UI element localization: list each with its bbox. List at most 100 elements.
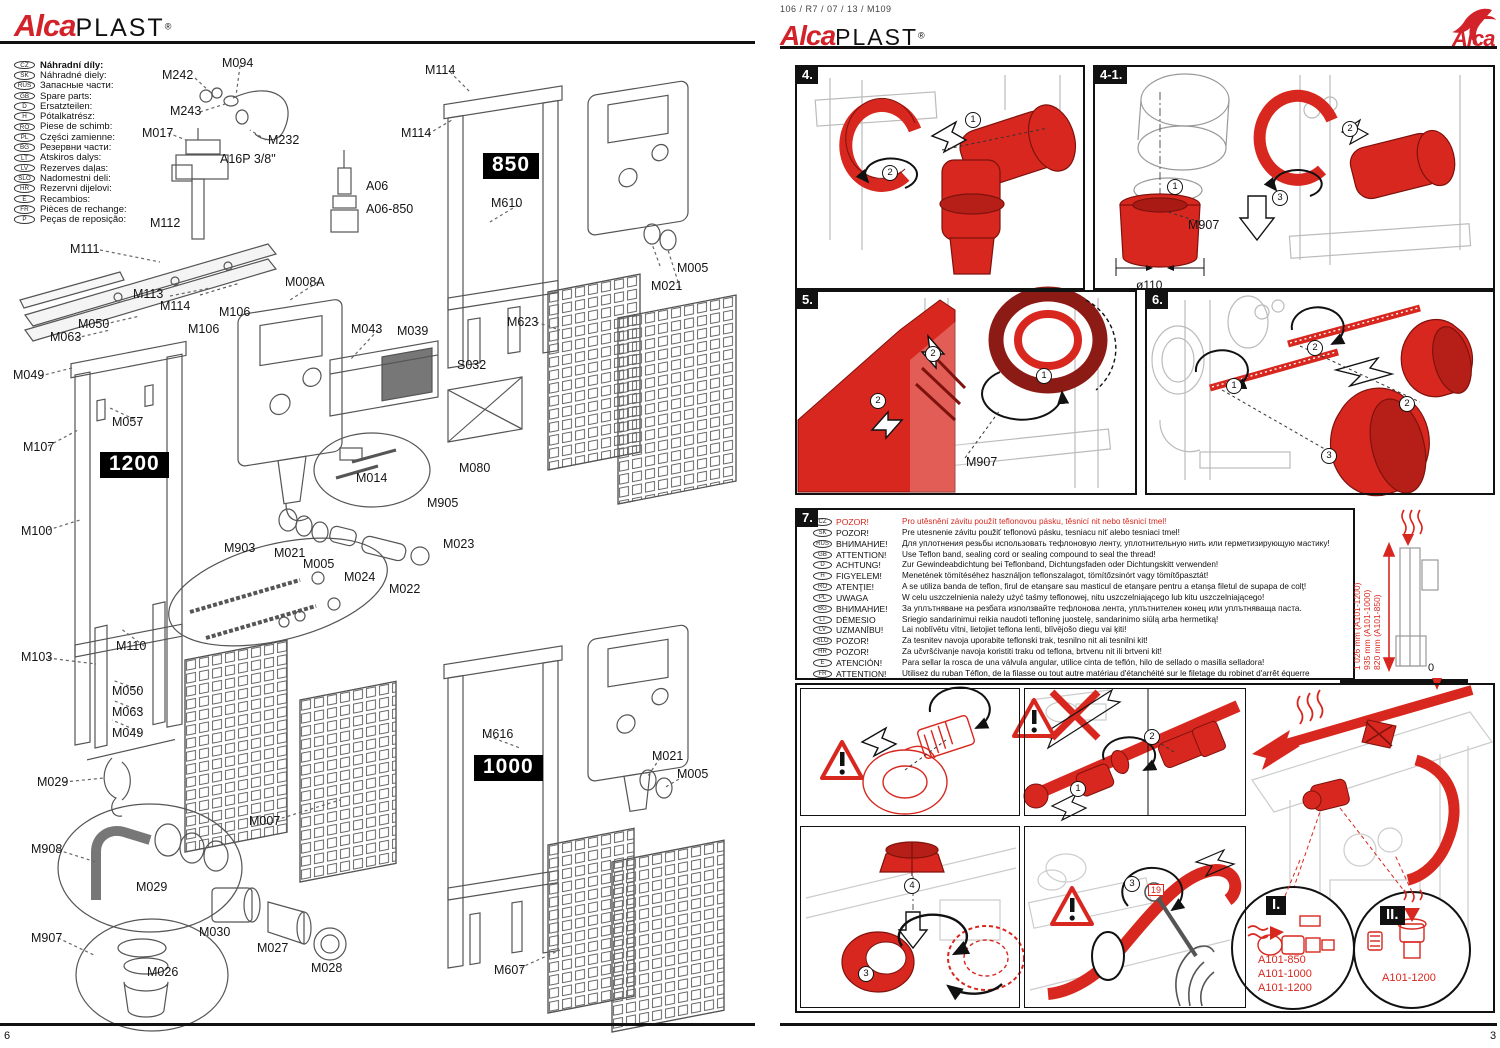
part-label: M039 (397, 324, 429, 338)
step-circle: 1 (1167, 179, 1183, 195)
part-label: M063 (50, 330, 82, 344)
part-label: M905 (427, 496, 459, 510)
no-cross (1049, 689, 1101, 741)
right-header: AlcaPLAST® (780, 20, 925, 52)
part-label: M114 (425, 63, 456, 77)
lang-code: H (14, 112, 35, 121)
part-label: S032 (457, 358, 487, 372)
lang-code: D (813, 561, 832, 570)
fill-valve (171, 128, 229, 240)
part-label: M616 (482, 727, 514, 741)
red-socket (1119, 193, 1201, 268)
part-label: M100 (21, 524, 53, 538)
lang-code: RO (14, 122, 35, 132)
section-5-box (795, 290, 1137, 495)
lang-code: PL (813, 593, 832, 602)
detail-roman-1: I. (1266, 896, 1287, 915)
left-page-number: 6 (4, 1030, 11, 1042)
right-header-rule (780, 46, 1497, 49)
hose-ring (1091, 931, 1125, 981)
step-circle: 3 (1321, 448, 1337, 464)
left-header: AlcaPLAST® (14, 8, 171, 44)
part-label: M049 (112, 726, 144, 740)
section-7-box (795, 508, 1355, 680)
lang-code: LT (813, 615, 832, 624)
part-label: M005 (677, 767, 709, 781)
part-label: M057 (112, 415, 144, 429)
right-page-number: 3 (1490, 1030, 1497, 1042)
part-label: M080 (459, 461, 491, 475)
part-label: M050 (112, 684, 144, 698)
red-clamp (839, 98, 922, 192)
part-label: M907 (966, 455, 998, 469)
lang-code: BG (14, 143, 35, 152)
big-arrow (1333, 356, 1395, 388)
lang-code: P (14, 215, 35, 224)
brand-alca: Alca (780, 20, 836, 51)
step-circle: 2 (882, 165, 898, 181)
down-arrow-2 (897, 911, 929, 950)
step-circle: 2 (1342, 121, 1358, 137)
dim-text-850: 820 mm (A101-850) (1372, 594, 1382, 670)
step-circle: 3 (1272, 190, 1288, 206)
part-label: M106 (188, 322, 220, 336)
detail-circle-1 (1231, 886, 1355, 1010)
part-label: M023 (443, 537, 475, 551)
lang-code: LV (14, 163, 35, 173)
lang-code: D (14, 102, 35, 111)
detail-roman-2: II. (1380, 906, 1405, 925)
detail-ellipse-m903 (168, 537, 388, 647)
brand-plast: PLAST (835, 24, 919, 50)
cone-set (211, 887, 347, 961)
red-supply-pipe (1270, 685, 1474, 753)
part-label: M007 (249, 814, 281, 828)
panelC-art (805, 841, 1025, 1001)
lang-code: SK (14, 71, 35, 80)
lang-code: BG (813, 604, 832, 613)
part-label: M907 (31, 931, 63, 945)
part-label: M026 (147, 965, 179, 979)
lang-code: RUS (813, 539, 832, 548)
install-box (795, 683, 1495, 1013)
s41-art (1115, 73, 1472, 276)
brand-alca: Alca (14, 8, 76, 43)
part-label: M024 (344, 570, 376, 584)
panelA-art (860, 686, 991, 815)
red-fitting-2 (1349, 129, 1456, 200)
dim-text-1000: 935 mm (A101-1000) (1362, 589, 1372, 670)
part-label: M110 (116, 639, 147, 653)
model-label: A101-850 (1258, 954, 1306, 966)
part-label: M043 (351, 322, 383, 336)
red-caps (1329, 318, 1474, 497)
step-circle: 2 (1399, 396, 1415, 412)
part-label: M028 (311, 961, 343, 975)
left-header-rule (0, 41, 755, 44)
detail-ellipse-m905 (313, 432, 431, 508)
panels-1200 (184, 639, 397, 883)
lang-code: SLO (813, 637, 832, 646)
panels-1000 (547, 827, 725, 1033)
step-circle: 2 (925, 346, 941, 362)
s4-arrows (855, 120, 1049, 189)
part-label: M243 (170, 104, 202, 118)
model-label: A101-1000 (1258, 968, 1312, 980)
part-label: M027 (257, 941, 289, 955)
install-overview-art (1231, 685, 1493, 1010)
part-label: M021 (651, 279, 683, 293)
part-label: M114 (401, 126, 432, 140)
part-label: M022 (389, 582, 421, 596)
seals-1000 (639, 769, 673, 799)
part-label: M005 (303, 557, 335, 571)
red-elbow (939, 104, 1077, 275)
step-circle: 1 (1226, 378, 1242, 394)
